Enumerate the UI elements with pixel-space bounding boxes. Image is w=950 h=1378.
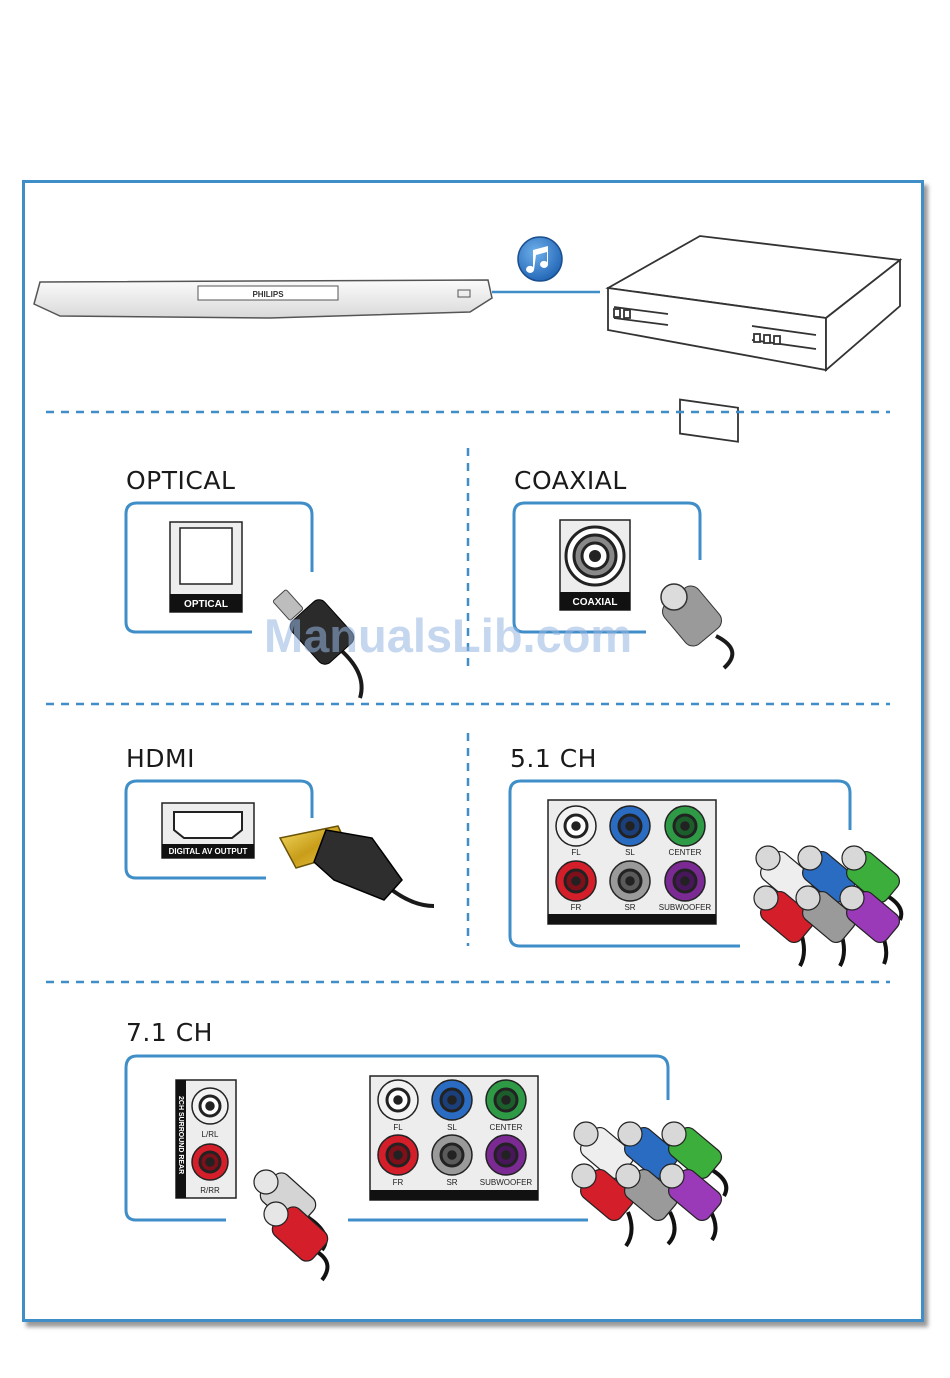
ch71-port-sr: SR bbox=[446, 1178, 457, 1187]
music-note-icon bbox=[518, 237, 562, 281]
ch51-port-center: CENTER bbox=[669, 848, 702, 857]
ch71-port-fr: FR bbox=[393, 1178, 404, 1187]
coaxial-port: COAXIAL bbox=[560, 520, 630, 610]
hdmi-port-label: DIGITAL AV OUTPUT bbox=[169, 847, 248, 856]
hdmi-port: DIGITAL AV OUTPUT bbox=[162, 803, 254, 858]
ch71-rear-panel: 2CH SURROUND REAR L/RL R/RR bbox=[176, 1080, 236, 1198]
coaxial-port-label: COAXIAL bbox=[573, 597, 618, 608]
ch51-port-sl: SL bbox=[625, 848, 635, 857]
ch71-port-sl: SL bbox=[447, 1123, 457, 1132]
ch71-rear-port-lrl: L/RL bbox=[202, 1130, 219, 1139]
hdmi-title: HDMI bbox=[126, 744, 195, 773]
ch51-title: 5.1 CH bbox=[510, 744, 597, 773]
ch71-rca-plugs bbox=[572, 1122, 726, 1246]
coaxial-title: COAXIAL bbox=[514, 466, 627, 495]
watermark: ManualsLib.com bbox=[264, 608, 632, 663]
coaxial-cable bbox=[658, 582, 732, 668]
ch51-port-fl: FL bbox=[571, 848, 581, 857]
ch71-rear-port-rrr: R/RR bbox=[200, 1186, 220, 1195]
ch71-rear-panel-label: 2CH SURROUND REAR bbox=[177, 1096, 184, 1174]
hdmi-cable bbox=[280, 826, 434, 906]
ch51-section: FL SL CENTER FR SR SUBWOOFER bbox=[510, 781, 903, 966]
ch71-port-center: CENTER bbox=[490, 1123, 523, 1132]
ch51-rca-plugs bbox=[754, 846, 903, 966]
ch71-rear-rca-plugs bbox=[254, 1169, 331, 1280]
ch51-port-fr: FR bbox=[571, 903, 582, 912]
player-brand-label: PHILIPS bbox=[252, 290, 284, 299]
optical-port: OPTICAL bbox=[170, 522, 242, 612]
blu-ray-player: PHILIPS bbox=[34, 280, 492, 318]
optical-section: OPTICAL bbox=[126, 503, 362, 698]
optical-port-label: OPTICAL bbox=[184, 599, 228, 610]
ch71-title: 7.1 CH bbox=[126, 1018, 213, 1047]
ch71-section: 2CH SURROUND REAR L/RL R/RR FL SL C bbox=[126, 1056, 726, 1280]
optical-title: OPTICAL bbox=[126, 466, 235, 495]
ch71-port-subwoofer: SUBWOOFER bbox=[480, 1178, 533, 1187]
ch71-port-fl: FL bbox=[393, 1123, 403, 1132]
ch51-port-subwoofer: SUBWOOFER bbox=[659, 903, 712, 912]
ch51-port-sr: SR bbox=[624, 903, 635, 912]
hdmi-section: DIGITAL AV OUTPUT bbox=[126, 781, 434, 906]
